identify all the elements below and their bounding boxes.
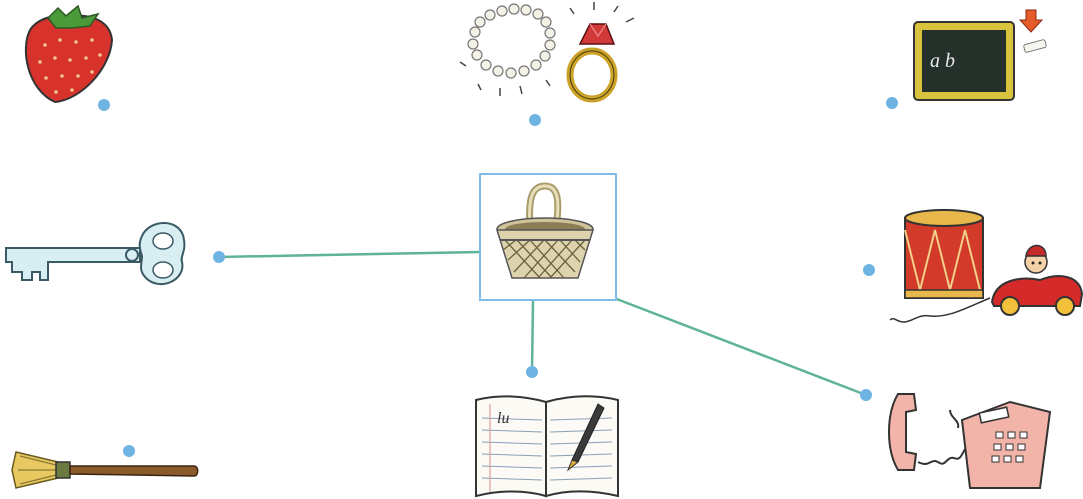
item-jewelry bbox=[460, 2, 634, 126]
match-dot-jewelry[interactable] bbox=[529, 114, 541, 126]
item-notebook: lu bbox=[476, 366, 618, 496]
notebook-writing: lu bbox=[497, 410, 509, 427]
drum-and-toy-car-icon bbox=[890, 210, 1082, 322]
match-dot-strawberry[interactable] bbox=[98, 99, 110, 111]
key-icon bbox=[6, 223, 184, 284]
telephone-icon bbox=[889, 394, 1050, 488]
broom-icon bbox=[12, 452, 198, 488]
item-key bbox=[6, 223, 225, 284]
item-broom bbox=[12, 445, 198, 488]
match-dot-chalkboard[interactable] bbox=[886, 97, 898, 109]
match-dot-key[interactable] bbox=[213, 251, 225, 263]
match-dot-broom[interactable] bbox=[123, 445, 135, 457]
item-telephone bbox=[860, 389, 1050, 488]
match-dot-toys[interactable] bbox=[863, 264, 875, 276]
chalkboard-icon: a b bbox=[914, 10, 1047, 100]
match-dot-telephone[interactable] bbox=[860, 389, 872, 401]
connection-line-notebook bbox=[532, 300, 533, 372]
strawberry-icon bbox=[26, 6, 112, 102]
chalkboard-writing: a b bbox=[930, 50, 955, 72]
item-strawberry bbox=[26, 6, 112, 111]
connection-line-telephone bbox=[614, 298, 866, 395]
connection-line-key bbox=[219, 252, 480, 257]
pearl-necklace-and-ring-icon bbox=[460, 2, 634, 99]
item-toys bbox=[863, 210, 1082, 322]
item-chalkboard: a b bbox=[886, 10, 1047, 109]
center-basket bbox=[480, 174, 616, 300]
match-dot-notebook[interactable] bbox=[526, 366, 538, 378]
notebook-and-pen-icon: lu bbox=[476, 396, 618, 496]
